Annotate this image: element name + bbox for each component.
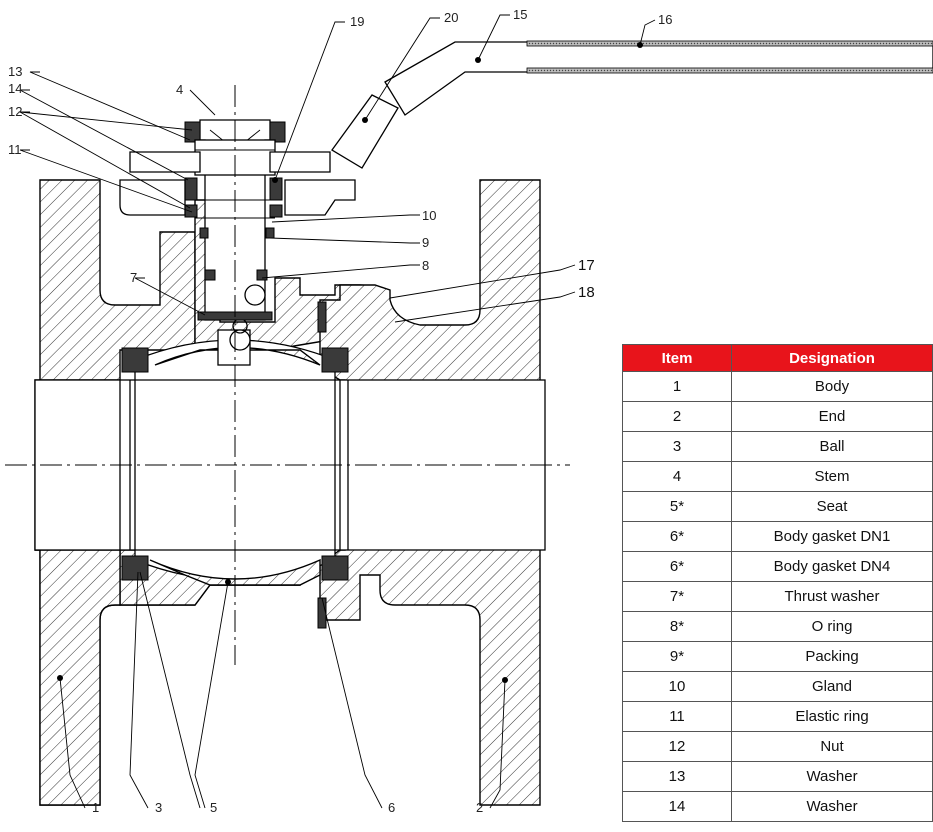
- callout-7: 7: [130, 270, 137, 285]
- seat-lower-left: [121, 555, 149, 581]
- callout-1: 1: [92, 800, 99, 815]
- callout-18: 18: [578, 284, 595, 301]
- callout-16: 16: [658, 12, 672, 27]
- callout-10: 10: [422, 208, 436, 223]
- body-gasket-upper: [317, 301, 327, 333]
- handle-bar: [384, 41, 933, 116]
- callout-13: 13: [8, 64, 22, 79]
- callout-20: 20: [444, 10, 458, 25]
- callout-2: 2: [476, 800, 483, 815]
- callout-5: 5: [210, 800, 217, 815]
- callout-11: 11: [8, 142, 22, 157]
- callout-leaders: [18, 14, 656, 809]
- body-gasket-lower: [317, 597, 327, 629]
- callout-19: 19: [350, 14, 364, 29]
- seat-upper-right: [321, 347, 349, 373]
- seat-upper-left: [121, 347, 149, 373]
- callout-9: 9: [422, 235, 429, 250]
- callout-12: 12: [8, 104, 22, 119]
- handle-sleeve-lower: [526, 67, 933, 74]
- stop-plate: [129, 151, 201, 173]
- handle-neck: [331, 94, 399, 169]
- seat-lower-right: [321, 555, 349, 581]
- callout-14: 14: [8, 81, 22, 96]
- callout-8: 8: [422, 258, 429, 273]
- callout-15: 15: [513, 7, 527, 22]
- callout-3: 3: [155, 800, 162, 815]
- handle-sleeve-upper: [526, 40, 933, 47]
- callout-6: 6: [388, 800, 395, 815]
- callout-17: 17: [578, 257, 595, 274]
- callout-4: 4: [176, 82, 183, 97]
